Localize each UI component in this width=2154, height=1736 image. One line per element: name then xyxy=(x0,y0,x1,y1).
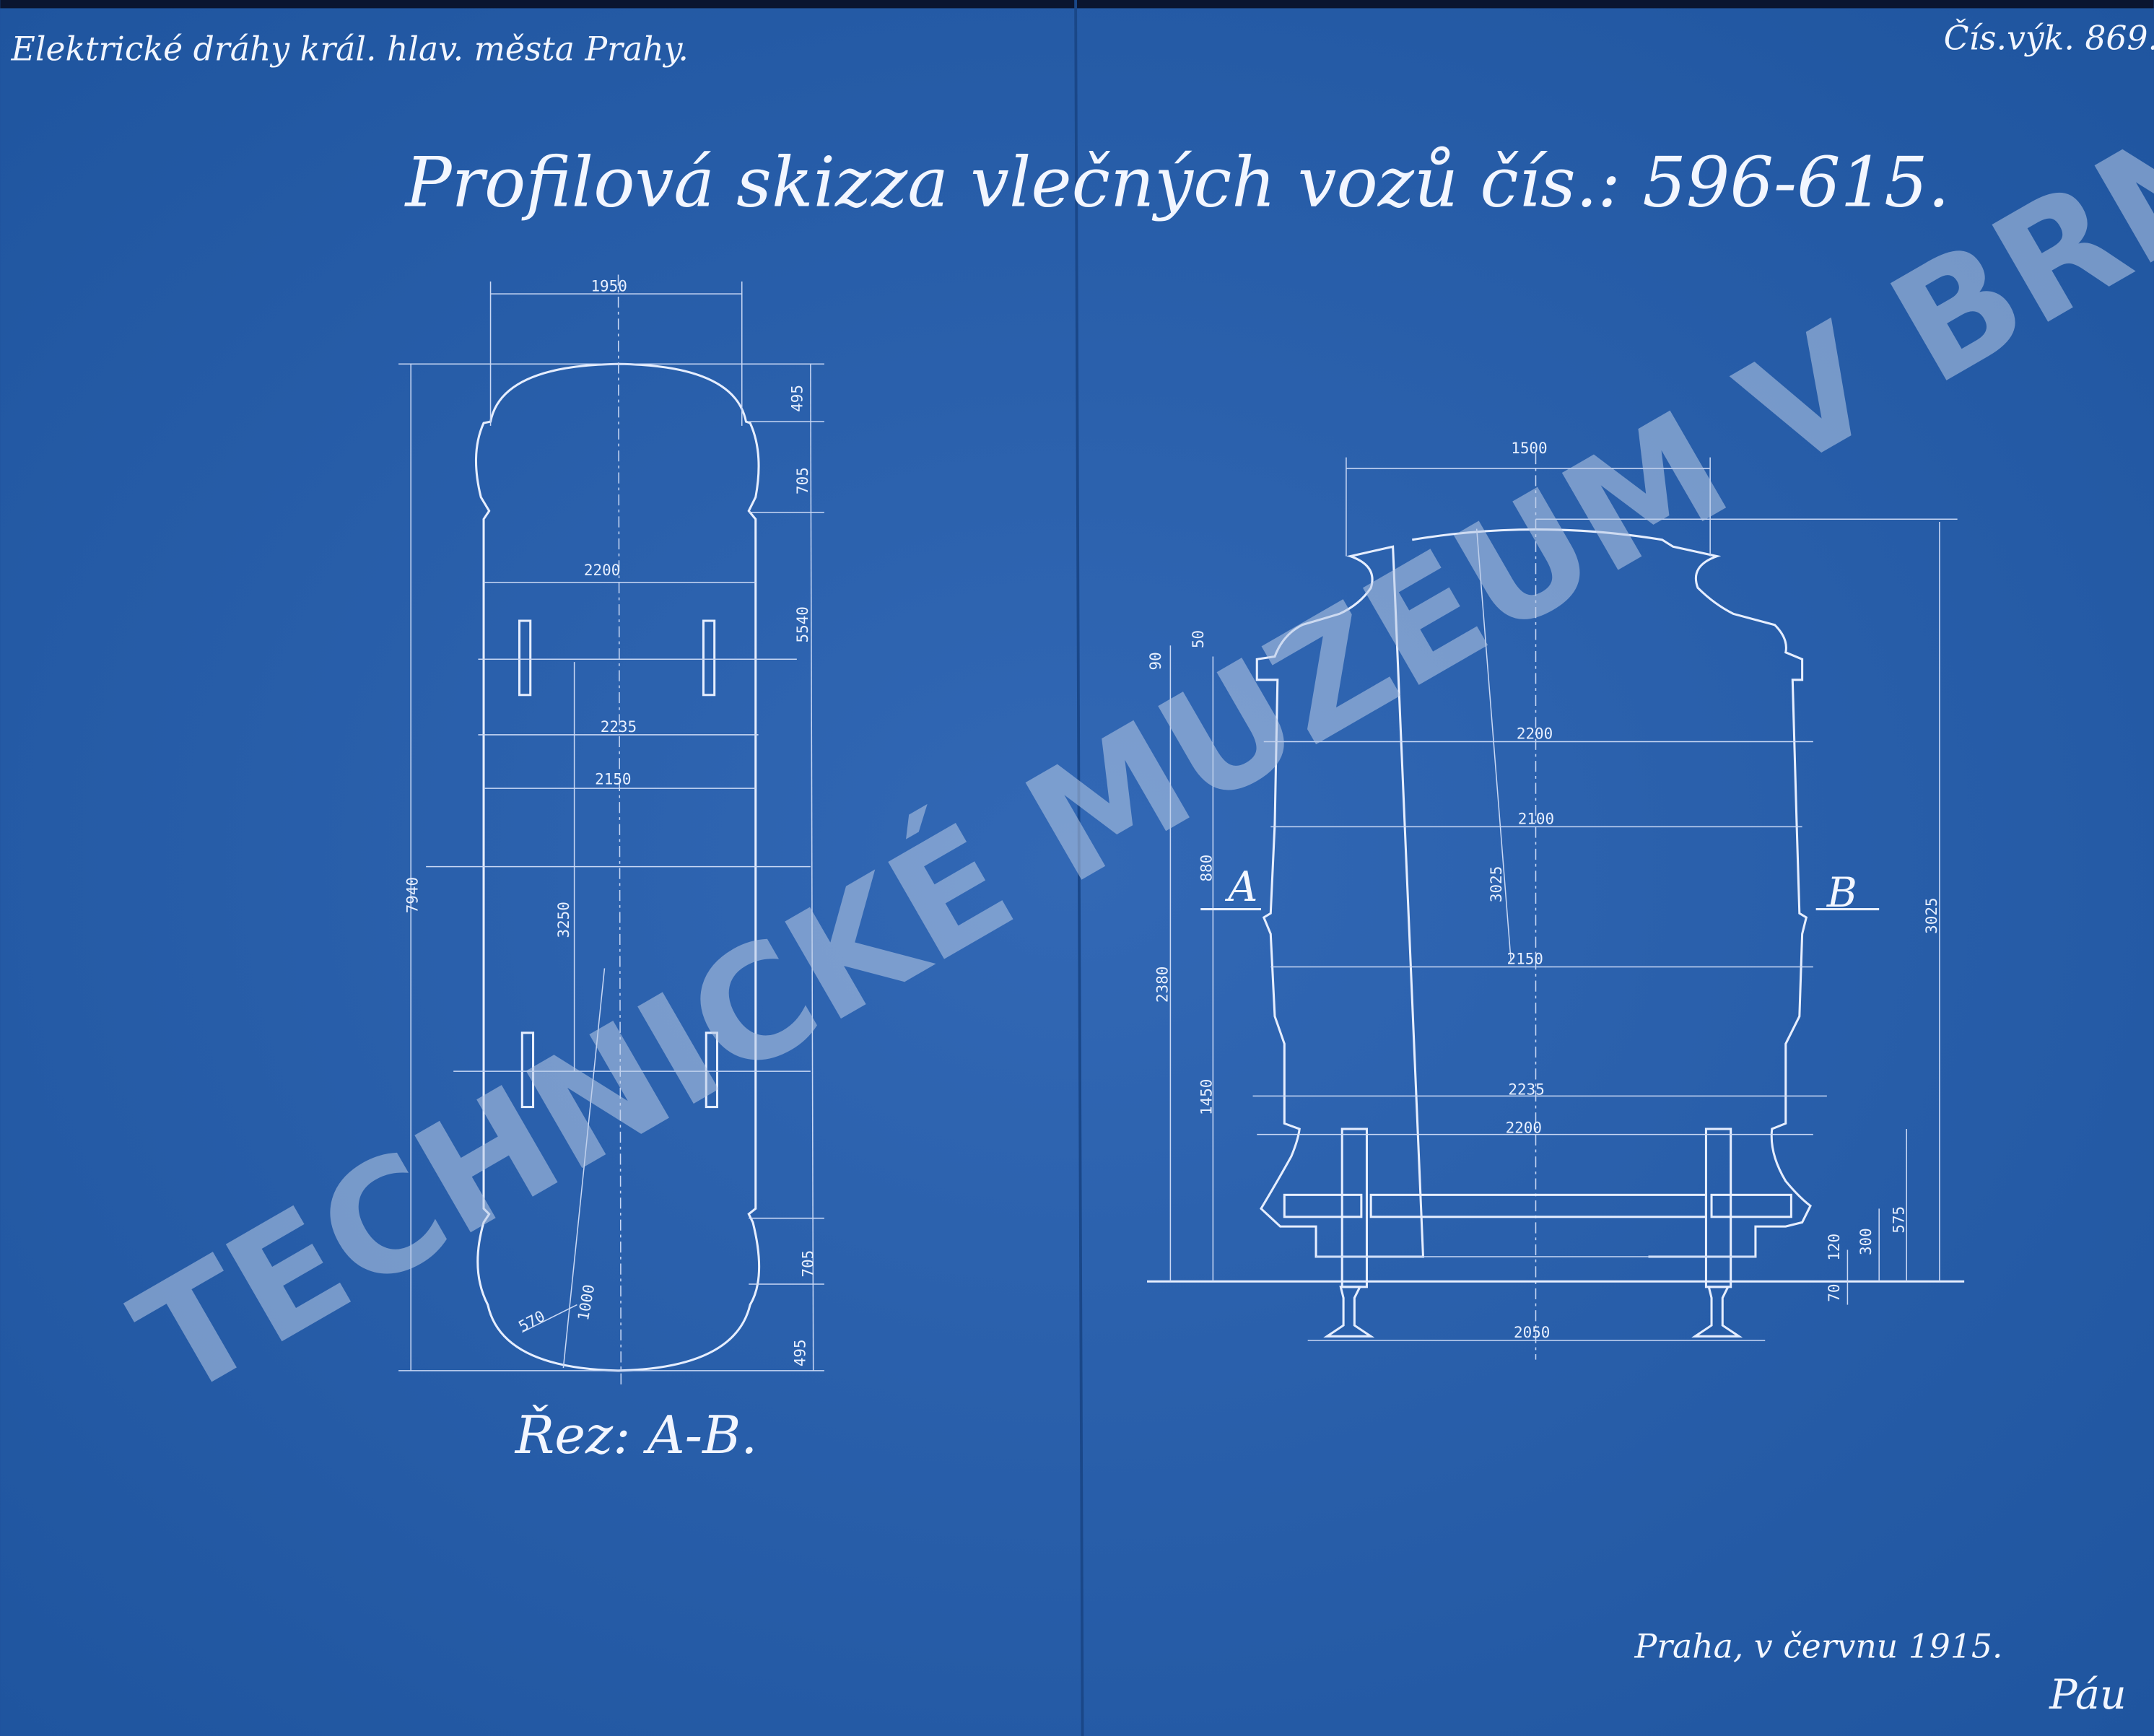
radius-line xyxy=(521,1304,577,1333)
plan-view: 1950 2200 2235 2150 7940 5540 495 705 70… xyxy=(398,274,824,1466)
dim-label: 90 xyxy=(1147,652,1164,670)
axle-journal-right xyxy=(1710,1193,1792,1218)
dim-label: 1450 xyxy=(1198,1079,1215,1115)
dim-label: 575 xyxy=(1890,1206,1907,1234)
dim-label: 120 xyxy=(1826,1234,1843,1261)
issuer-text: Elektrické dráhy král. hlav. města Prahy… xyxy=(11,30,689,69)
center-fold xyxy=(1074,0,1084,1736)
center-line xyxy=(617,274,622,1387)
rail-left xyxy=(1323,1286,1375,1338)
cross-section-view: 1500 2200 2100 2150 2235 2200 2050 3025 … xyxy=(1147,440,1965,1360)
dim-label: 495 xyxy=(788,385,806,412)
section-caption: Řez: A-B. xyxy=(514,1404,757,1466)
door-opening xyxy=(518,619,532,697)
drawing-title: Profilová skizza vlečných vozů čís.: 596… xyxy=(404,143,1950,222)
door-opening xyxy=(520,1031,535,1109)
radius-line xyxy=(1475,528,1512,961)
dim-label: 495 xyxy=(791,1339,808,1366)
dim-label: 2100 xyxy=(1518,811,1554,828)
dim-label: 2050 xyxy=(1514,1324,1550,1341)
radius-line xyxy=(562,968,606,1369)
dim-label: 705 xyxy=(800,1250,817,1278)
door-opening xyxy=(705,1031,719,1109)
car-section-outline xyxy=(1255,528,1812,1258)
axle-journal-left xyxy=(1283,1193,1363,1218)
dim-label: 2200 xyxy=(1517,725,1553,743)
dim-label: 2200 xyxy=(584,562,620,579)
dim-label: 2380 xyxy=(1154,967,1172,1003)
rail-right xyxy=(1691,1286,1743,1338)
dim-label: 2150 xyxy=(595,770,631,788)
dim-label: 2235 xyxy=(601,718,637,736)
dim-label: 1950 xyxy=(590,277,627,295)
dim-label: 705 xyxy=(794,467,811,494)
dim-label: 7940 xyxy=(404,877,422,913)
dim-label: 3250 xyxy=(555,902,572,938)
dim-label: 50 xyxy=(1190,630,1207,648)
dim-label: 300 xyxy=(1857,1228,1875,1255)
section-mark-a: A xyxy=(1224,863,1257,911)
door-opening xyxy=(702,619,716,697)
dim-label: 1500 xyxy=(1511,440,1547,457)
dim-label: 2200 xyxy=(1506,1120,1542,1137)
place-date: Praha, v červnu 1915. xyxy=(1634,1628,2002,1666)
dim-label: 2150 xyxy=(1507,951,1543,968)
dim-line xyxy=(810,364,814,1371)
dim-label: 3025 xyxy=(1488,866,1505,902)
car-plan-outline xyxy=(474,362,761,1372)
drawing-number: Čís.výk. 869. xyxy=(1944,19,2154,57)
dim-label: 880 xyxy=(1198,855,1215,882)
dim-label: 3025 xyxy=(1923,897,1940,933)
dim-label: 2235 xyxy=(1508,1081,1544,1098)
dim-label: 5540 xyxy=(794,606,811,642)
signature: Páu xyxy=(2049,1671,2127,1719)
dim-label: 70 xyxy=(1826,1284,1843,1302)
